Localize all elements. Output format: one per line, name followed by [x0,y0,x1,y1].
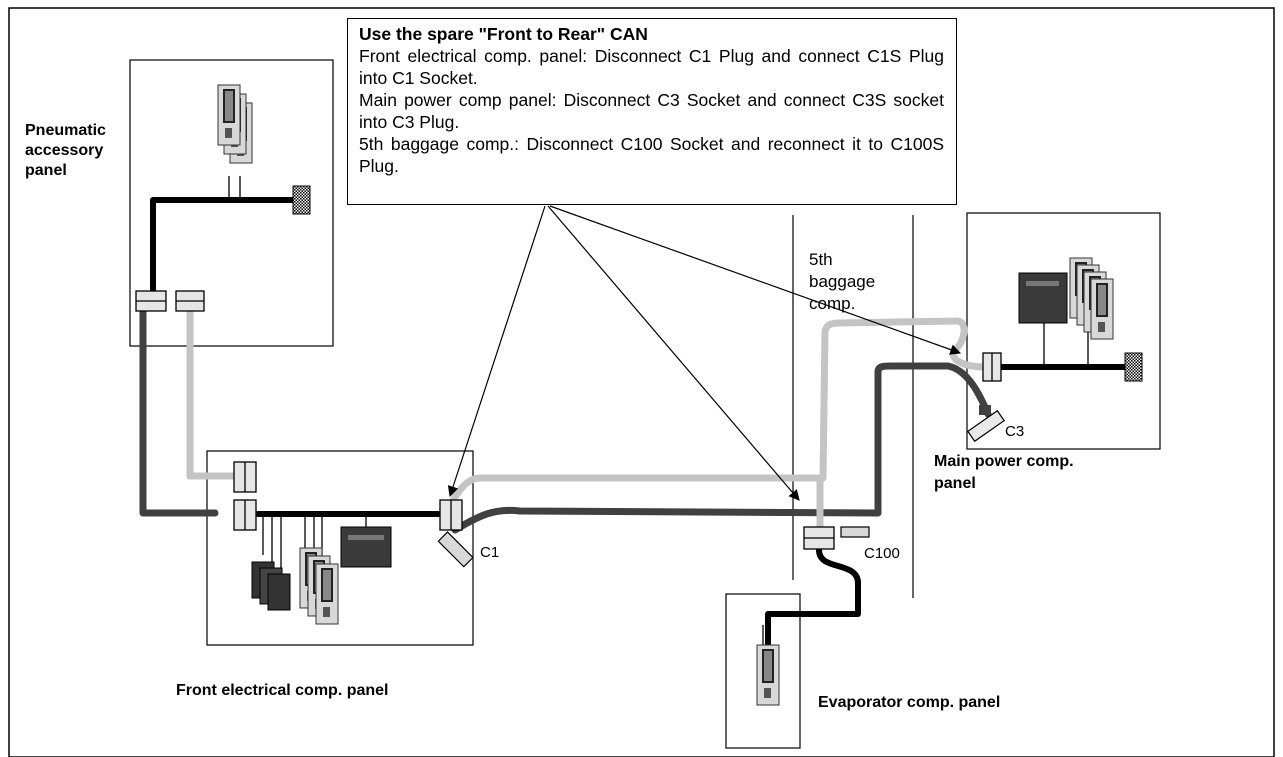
instruction-line-baggage: 5th baggage comp.: Disconnect C100 Socke… [359,133,944,177]
terminator-main-power [1125,353,1142,381]
ecu-front-box [341,527,391,567]
can-cable-light [190,311,985,527]
c1-spare-plug [438,532,473,567]
label-pneumatic-panel: Pneumatic accessory panel [25,121,106,181]
label-main-power-panel: Main power comp. panel [934,451,1074,495]
main-power-connector [983,353,1001,381]
label-c1: C1 [480,544,499,561]
ecu-drops [229,176,1088,645]
label-c3: C3 [1005,423,1024,440]
instruction-title: Use the spare "Front to Rear" CAN [359,23,944,45]
c100s-connector [804,527,834,549]
front-connector-light [234,462,256,492]
ecu-main-power [1019,258,1113,339]
can-cable-dark [143,311,988,530]
terminator-pneumatic [293,186,310,214]
instruction-box: Use the spare "Front to Rear" CAN Front … [347,18,957,205]
front-connector-main [234,500,256,530]
ecu-pneumatic [218,85,252,163]
c100-spare-plug [841,527,869,537]
c1-connector [440,500,462,530]
label-5th-baggage: 5th baggage comp. [809,249,875,315]
callout-arrows [450,206,960,500]
pneumatic-connector-2 [176,291,204,311]
ecu-evaporator [757,645,779,705]
ecu-front-dark [252,562,290,610]
label-c100: C100 [864,545,900,562]
instruction-line-main-power: Main power comp panel: Disconnect C3 Soc… [359,89,944,133]
pneumatic-connector-1 [136,291,166,311]
label-front-electrical-panel: Front electrical comp. panel [176,682,389,700]
ecu-front-grey [300,548,338,624]
label-evaporator-panel: Evaporator comp. panel [818,694,1000,712]
instruction-line-front: Front electrical comp. panel: Disconnect… [359,45,944,89]
